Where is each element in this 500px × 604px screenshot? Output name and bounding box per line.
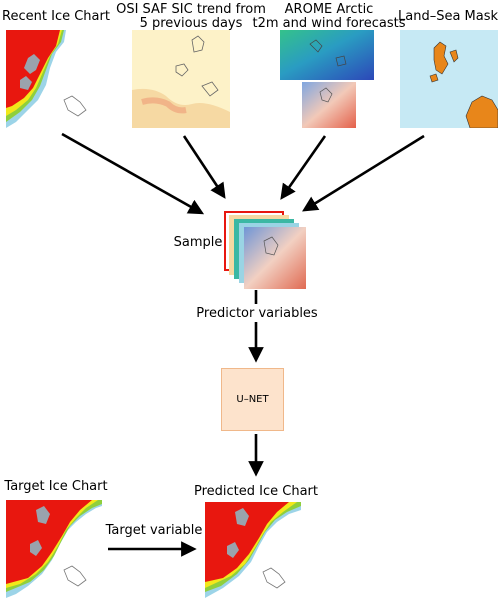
- land-sea-mask-label: Land–Sea Mask: [398, 9, 499, 24]
- osi-saf-label-line1: OSI SAF SIC trend from: [116, 2, 266, 17]
- arrow-mask-to-sample: [302, 134, 425, 212]
- recent-ice-chart-label: Recent Ice Chart: [2, 9, 110, 24]
- sample-layer-top: [244, 227, 306, 289]
- predictor-variables-label: Predictor variables: [196, 306, 318, 321]
- arrow-arome-to-sample: [280, 135, 327, 200]
- sample-label: Sample: [173, 235, 223, 250]
- target-ice-chart-label: Target Ice Chart: [4, 479, 108, 494]
- arome-t2m-map: [302, 82, 356, 128]
- arome-wind-map: [280, 30, 374, 80]
- arrow-recent-to-sample: [61, 132, 205, 215]
- arome-label-line2: t2m and wind forecasts: [252, 16, 406, 31]
- arrow-osi-to-sample: [182, 135, 226, 199]
- unet-model-label: U–NET: [236, 394, 269, 405]
- recent-ice-chart-map: [6, 30, 102, 128]
- land-sea-mask-map: [400, 30, 498, 128]
- predicted-ice-chart-label: Predicted Ice Chart: [194, 484, 318, 499]
- predicted-ice-chart-map: [205, 502, 301, 598]
- unet-model-box: U–NET: [221, 368, 284, 431]
- target-ice-chart-map: [6, 500, 102, 598]
- osi-saf-sic-trend-map: [132, 30, 230, 128]
- osi-saf-label-line2: 5 previous days: [139, 16, 243, 31]
- target-variable-label: Target variable: [105, 523, 203, 538]
- arome-label-line1: AROME Arctic: [284, 2, 374, 17]
